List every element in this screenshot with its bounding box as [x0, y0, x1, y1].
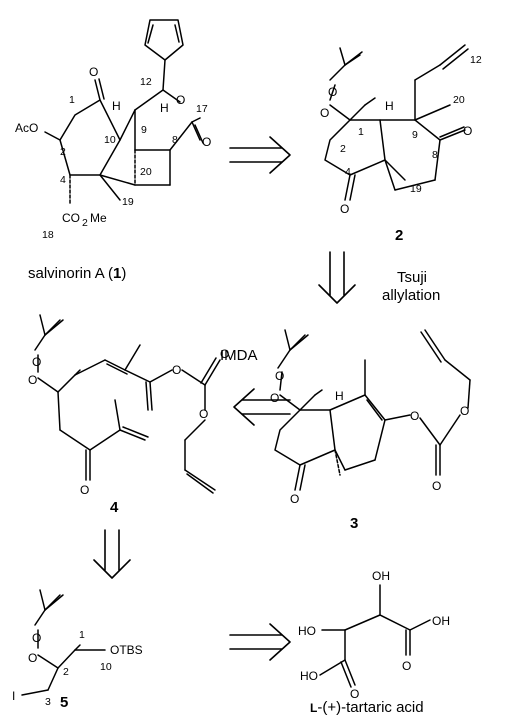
c2-num-19: 19 — [410, 183, 422, 195]
atom-o-4f: O — [199, 407, 208, 421]
atom-o-lactone-carbonyl: O — [202, 135, 211, 149]
salvinorin-caption: salvinorin A (1) — [28, 265, 126, 282]
salvinorin-num-8: 8 — [172, 134, 178, 146]
atom-o-4d: O — [172, 363, 181, 377]
salvinorin-num-4: 4 — [60, 174, 66, 186]
tartaric-o-bottom: O — [350, 687, 359, 701]
atom-o-3b: O — [270, 391, 279, 405]
atom-h-8: H — [160, 101, 169, 115]
otbs-label: OTBS — [110, 643, 143, 657]
atom-o-3f: O — [290, 492, 299, 506]
atom-h-2: H — [385, 99, 394, 113]
tartaric-ho-left: HO — [298, 624, 316, 638]
retro-arrow-1-to-2 — [229, 136, 291, 174]
ester-label-me: Me — [90, 211, 107, 225]
iodine-label: I — [12, 689, 15, 703]
atom-o-5b: O — [28, 651, 37, 665]
compound-5-structure — [21, 589, 106, 696]
c2-num-12: 12 — [470, 54, 482, 66]
c5-num-2: 2 — [63, 666, 69, 678]
salvinorin-num-17: 17 — [196, 103, 208, 115]
tartaric-oh-right: OH — [432, 614, 450, 628]
atom-o-3a: O — [275, 369, 284, 383]
tartaric-oh-top: OH — [372, 569, 390, 583]
atom-o-4a: O — [32, 355, 41, 369]
atom-o-4b: O — [28, 373, 37, 387]
tartaric-o-right: O — [402, 659, 411, 673]
atom-o-carbonyl: O — [89, 65, 98, 79]
salvinorin-num-12: 12 — [140, 76, 152, 88]
atom-o-lactone: O — [176, 93, 185, 107]
salvinorin-num-1: 1 — [69, 94, 75, 106]
tartaric-ho-bottom: HO — [300, 669, 318, 683]
atom-o-3d: O — [460, 404, 469, 418]
c2-num-8: 8 — [432, 149, 438, 161]
salvinorin-num-2: 2 — [60, 146, 66, 158]
atom-o-3c: O — [410, 409, 419, 423]
tsuji-label-1: Tsuji — [397, 269, 427, 286]
atom-o-3e: O — [432, 479, 441, 493]
atom-o-2d: O — [340, 202, 349, 216]
atom-o-4c: O — [80, 483, 89, 497]
salvinorin-num-10: 10 — [104, 134, 116, 146]
atom-o-2c: O — [463, 124, 472, 138]
c5-num-3: 3 — [45, 696, 51, 708]
retro-arrow-2-to-3 — [318, 251, 356, 304]
atom-o-5a: O — [32, 631, 41, 645]
tartaric-caption: L-(+)-tartaric acid — [310, 699, 424, 715]
ester-label-co: CO — [62, 211, 80, 225]
salvinorin-num-9: 9 — [141, 124, 147, 136]
atom-h-10: H — [112, 99, 121, 113]
retro-arrow-5-to-tartaric — [229, 623, 291, 661]
c5-num-1: 1 — [79, 629, 85, 641]
compound-3-label: 3 — [350, 515, 358, 532]
c2-num-2: 2 — [340, 143, 346, 155]
c2-num-20: 20 — [453, 94, 465, 106]
atom-h-3: H — [335, 389, 344, 403]
atom-o-4e: O — [220, 347, 229, 361]
salvinorin-num-19: 19 — [122, 196, 134, 208]
salvinorin-num-20: 20 — [140, 166, 152, 178]
compound-5-label: 5 — [60, 694, 68, 711]
compound-4-label: 4 — [110, 499, 119, 516]
retro-arrow-3-to-4 — [233, 388, 291, 426]
imda-label: IMDA — [220, 347, 258, 364]
acetoxy-label: AcO — [15, 121, 38, 135]
c2-num-9: 9 — [412, 129, 418, 141]
c2-num-1: 1 — [358, 126, 364, 138]
atom-o-2b: O — [320, 106, 329, 120]
salvinorin-num-18: 18 — [42, 229, 54, 241]
atom-o-2a: O — [328, 85, 337, 99]
tartaric-acid-structure — [319, 584, 431, 688]
compound-4-structure — [34, 314, 221, 494]
compound-2-structure — [324, 44, 469, 201]
c2-num-4: 4 — [345, 166, 351, 178]
retro-arrow-4-to-5 — [93, 529, 131, 579]
compound-2-label: 2 — [395, 227, 403, 244]
tsuji-label-2: allylation — [382, 287, 440, 304]
salvinorin-a-structure — [44, 19, 204, 206]
ester-label-2: 2 — [82, 217, 88, 229]
compound-3-structure — [274, 329, 471, 491]
c5-num-10: 10 — [100, 661, 112, 673]
